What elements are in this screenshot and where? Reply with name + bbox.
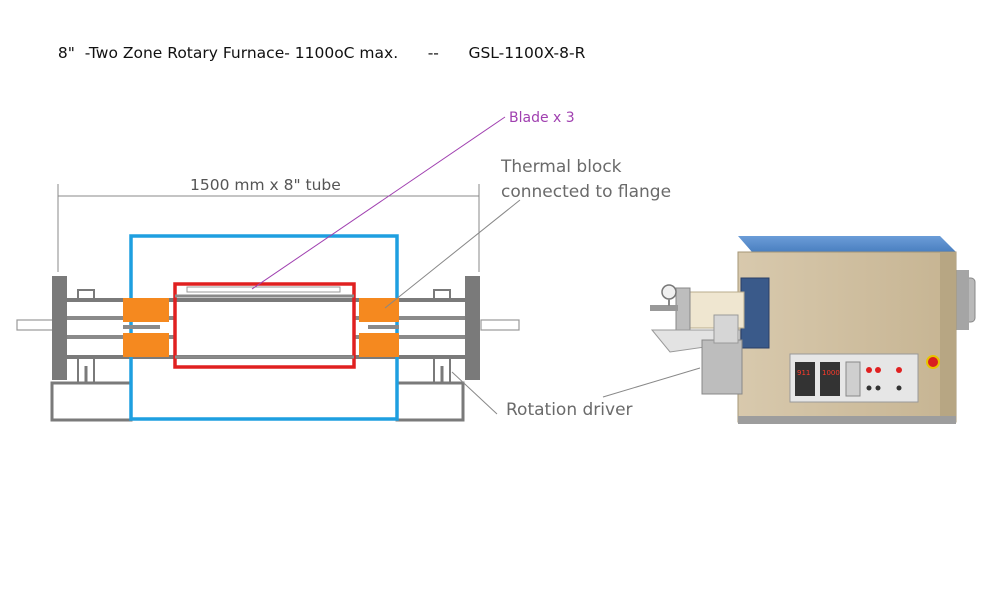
photo-body-top — [738, 236, 956, 252]
bracket-top-left — [77, 289, 95, 301]
title-model: GSL-1100X-8-R — [468, 44, 586, 62]
photo-flange-right-clamp — [955, 270, 969, 330]
photo-display-right: 1000 — [822, 369, 840, 377]
photo-body-side — [940, 252, 956, 422]
blade — [186, 286, 341, 293]
title-separator: -- — [427, 44, 439, 62]
end-plate-right — [465, 276, 480, 380]
rod-left — [16, 319, 58, 331]
thermal-block-label-line1: Thermal block — [500, 157, 622, 177]
page-title: 8" -Two Zone Rotary Furnace- 1100oC max.… — [48, 26, 586, 62]
furnace-photo: 911 1000 — [650, 236, 976, 424]
heating-zone-outline — [173, 282, 356, 369]
photo-end-window — [740, 277, 770, 349]
photo-indicator-1 — [866, 367, 872, 373]
photo-controller-left — [795, 362, 815, 396]
rotation-driver-label: Rotation driver — [506, 400, 633, 420]
thermal-block-left-top — [123, 298, 169, 322]
photo-knob-1 — [866, 385, 872, 391]
end-plate-left — [52, 276, 67, 380]
rotation-driver-leader-left — [451, 371, 498, 415]
photo-driver-bracket — [713, 314, 739, 344]
title-main: 8" -Two Zone Rotary Furnace- 1100oC max. — [57, 44, 399, 62]
photo-switch-panel — [845, 361, 861, 397]
blade-label: Blade x 3 — [509, 110, 575, 126]
schematic: 1500 mm x 8" tube — [16, 110, 701, 422]
bracket-top-right — [433, 289, 451, 301]
thermal-block-right-bottom — [359, 333, 399, 357]
tube-dimension-label: 1500 mm x 8" tube — [190, 176, 341, 194]
photo-display-left: 911 — [797, 369, 810, 377]
photo-valve-bar — [650, 305, 678, 311]
rotation-driver-leader-right — [602, 367, 701, 398]
photo-gauge — [661, 284, 677, 300]
photo-driver-housing — [701, 339, 743, 395]
photo-knob-2 — [875, 385, 881, 391]
support-foot-left — [50, 381, 133, 422]
photo-knob-3 — [896, 385, 902, 391]
photo-flange-left — [675, 287, 691, 333]
photo-base — [738, 416, 956, 424]
rod-right — [480, 319, 520, 331]
thermal-block-label-line2: connected to flange — [501, 182, 671, 202]
thermal-block-left-bottom — [123, 333, 169, 357]
blade-leader-line — [251, 116, 506, 290]
photo-emergency-stop — [926, 355, 940, 369]
photo-indicator-2 — [875, 367, 881, 373]
furnace-body-outline — [129, 234, 399, 421]
photo-controller-right — [820, 362, 840, 396]
thermal-block-leader-line — [384, 199, 521, 309]
photo-indicator-3 — [896, 367, 902, 373]
support-foot-right — [395, 381, 465, 422]
